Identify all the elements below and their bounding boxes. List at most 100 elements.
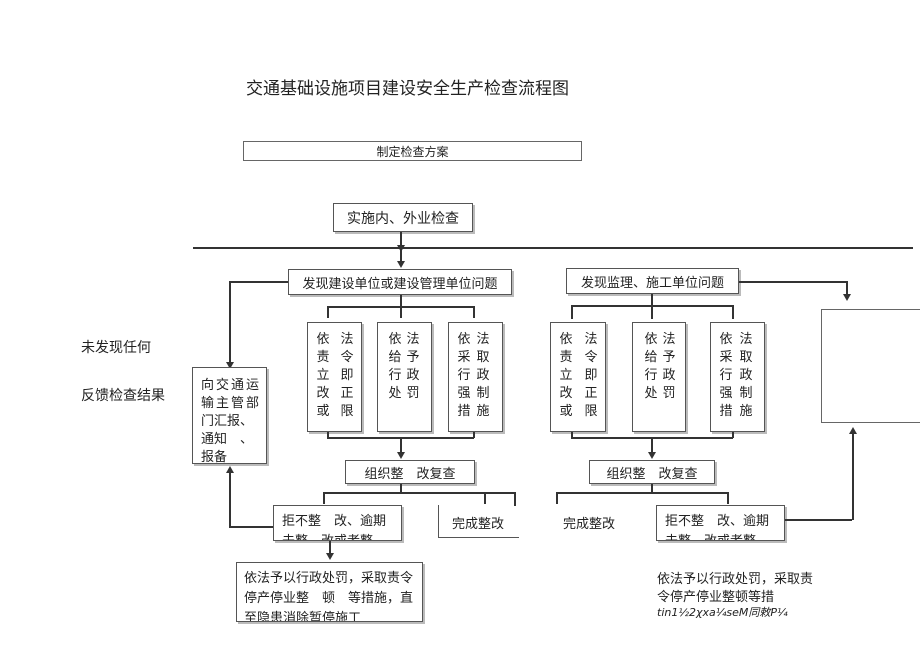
connector (229, 526, 273, 528)
connector (400, 306, 402, 318)
arrow (648, 452, 656, 459)
right-rectify-label: 组织整 改复查 (606, 466, 698, 482)
report-line3: 门汇报、 (201, 414, 254, 429)
right-action-order-box: 依责立改或 法令即正限 (550, 322, 606, 432)
report-line1: 向交通运 (201, 378, 262, 393)
connector (732, 305, 734, 319)
report-line4: 通知 、 (201, 432, 254, 447)
right-action-penalty-box: 依给行处 法予政罚 (632, 322, 686, 432)
left-col2-b: 法予政罚 (406, 332, 420, 401)
left-action-measure-box: 依采行强措 法取政制施 (448, 322, 503, 432)
right-refuse-line2: 未整 改或者整 (665, 530, 756, 540)
left-penalty-line1: 依法予以行政处罚，采取责令 (244, 571, 414, 586)
right-refuse-line1: 拒不整 改、逾期 (665, 514, 770, 529)
connector (327, 432, 329, 438)
left-refuse-box: 拒不整 改、逾期 未整 改或者整 (273, 505, 402, 541)
left-header-label: 发现建设单位或建设管理单位问题 (302, 276, 498, 292)
connector (556, 492, 728, 494)
left-penalty-line3: 至隐患消除暂停施工 (244, 611, 362, 622)
left-col3-b: 法取政制施 (476, 332, 490, 419)
connector (400, 484, 402, 493)
connector (651, 305, 653, 319)
right-action-measure-box: 依采行强措 法取政制施 (710, 322, 765, 432)
left-col1-a: 依责立改或 (316, 332, 330, 419)
right-complete-label: 完成整改 (563, 517, 616, 532)
arrow (843, 294, 851, 301)
left-header-box: 发现建设单位或建设管理单位问题 (288, 269, 512, 295)
left-refuse-line2: 未整 改或者整 (282, 530, 373, 540)
plan-box-label: 制定检查方案 (376, 144, 449, 159)
right-penalty-line3: tin1½2χxa¼seM同敕P¼ (657, 606, 788, 619)
right-col1-a: 依责立改或 (559, 332, 573, 419)
connector (229, 281, 288, 283)
arrow (226, 362, 234, 369)
connector (785, 519, 852, 521)
arrow (226, 466, 234, 473)
left-refuse-line1: 拒不整 改、逾期 (282, 514, 387, 529)
left-complete-box (438, 505, 519, 538)
right-col3-a: 依采行强措 (719, 332, 733, 419)
connector (846, 281, 848, 297)
arrow (397, 452, 405, 459)
right-refuse-box: 拒不整 改、逾期 未整 改或者整 (656, 505, 785, 541)
left-action-order-box: 依责立改或 法令即正限 (307, 322, 362, 432)
connector (400, 437, 402, 453)
left-col3-a: 依采行强措 (457, 332, 471, 419)
report-line2: 输主管部 (201, 396, 262, 411)
right-rectify-box: 组织整 改复查 (589, 460, 715, 484)
right-col2-b: 法予政罚 (662, 332, 676, 401)
connector (400, 232, 402, 246)
connector (739, 281, 847, 283)
connector (473, 432, 475, 438)
connector (484, 492, 486, 504)
left-complete-label: 完成整改 (452, 517, 505, 532)
divider-line (193, 247, 913, 249)
right-penalty-line2: 令停产停业整顿等措 (657, 590, 775, 605)
connector (229, 281, 231, 365)
left-rectify-label: 组织整 改复查 (364, 466, 456, 482)
right-header-box: 发现监理、施工单位问题 (566, 268, 739, 294)
connector (571, 305, 573, 319)
connector (400, 295, 402, 307)
arrow (326, 553, 334, 560)
left-penalty-box: 依法予以行政处罚，采取责令 停产停业整 顿 等措施，直 至隐患消除暂停施工 (236, 562, 423, 622)
left-col1-b: 法令即正限 (340, 332, 354, 419)
right-col1-b: 法令即正限 (584, 332, 598, 419)
connector (323, 492, 325, 504)
connector (329, 541, 331, 554)
right-penalty-line1: 依法予以行政处罚，采取责 (657, 572, 814, 587)
arrow (849, 427, 857, 434)
report-line5: 报备 (201, 450, 228, 465)
right-header-label: 发现监理、施工单位问题 (580, 275, 724, 291)
connector (323, 492, 515, 494)
right-col2-a: 依给行处 (644, 332, 658, 401)
right-col3-b: 法取政制施 (739, 332, 753, 419)
arrow (397, 261, 405, 268)
report-box: 向交通运 输主管部 门汇报、 通知 、 报备 (192, 367, 267, 465)
side-note-none-found: 未发现任何 (81, 340, 151, 356)
side-note-feedback: 反馈检查结果 (81, 388, 165, 404)
inspect-box: 实施内、外业检查 (333, 203, 473, 232)
left-penalty-line2: 停产停业整 顿 等措施，直 (244, 591, 414, 606)
page-title: 交通基础设施项目建设安全生产检查流程图 (246, 79, 569, 99)
plan-box: 制定检查方案 (243, 141, 582, 161)
right-report-box (821, 309, 920, 423)
connector (473, 306, 475, 318)
connector (651, 294, 653, 306)
left-action-penalty-box: 依给行处 法予政罚 (377, 322, 432, 432)
left-col2-a: 依给行处 (388, 332, 402, 401)
connector (229, 472, 231, 527)
connector (727, 492, 729, 504)
connector (327, 306, 329, 318)
connector (732, 432, 734, 438)
connector (651, 484, 653, 493)
left-rectify-box: 组织整 改复查 (345, 460, 475, 484)
connector (571, 432, 573, 438)
connector (651, 437, 653, 453)
connector (400, 248, 402, 264)
connector (556, 492, 558, 504)
inspect-box-label: 实施内、外业检查 (347, 210, 459, 227)
connector (852, 432, 854, 520)
connector (514, 492, 516, 506)
